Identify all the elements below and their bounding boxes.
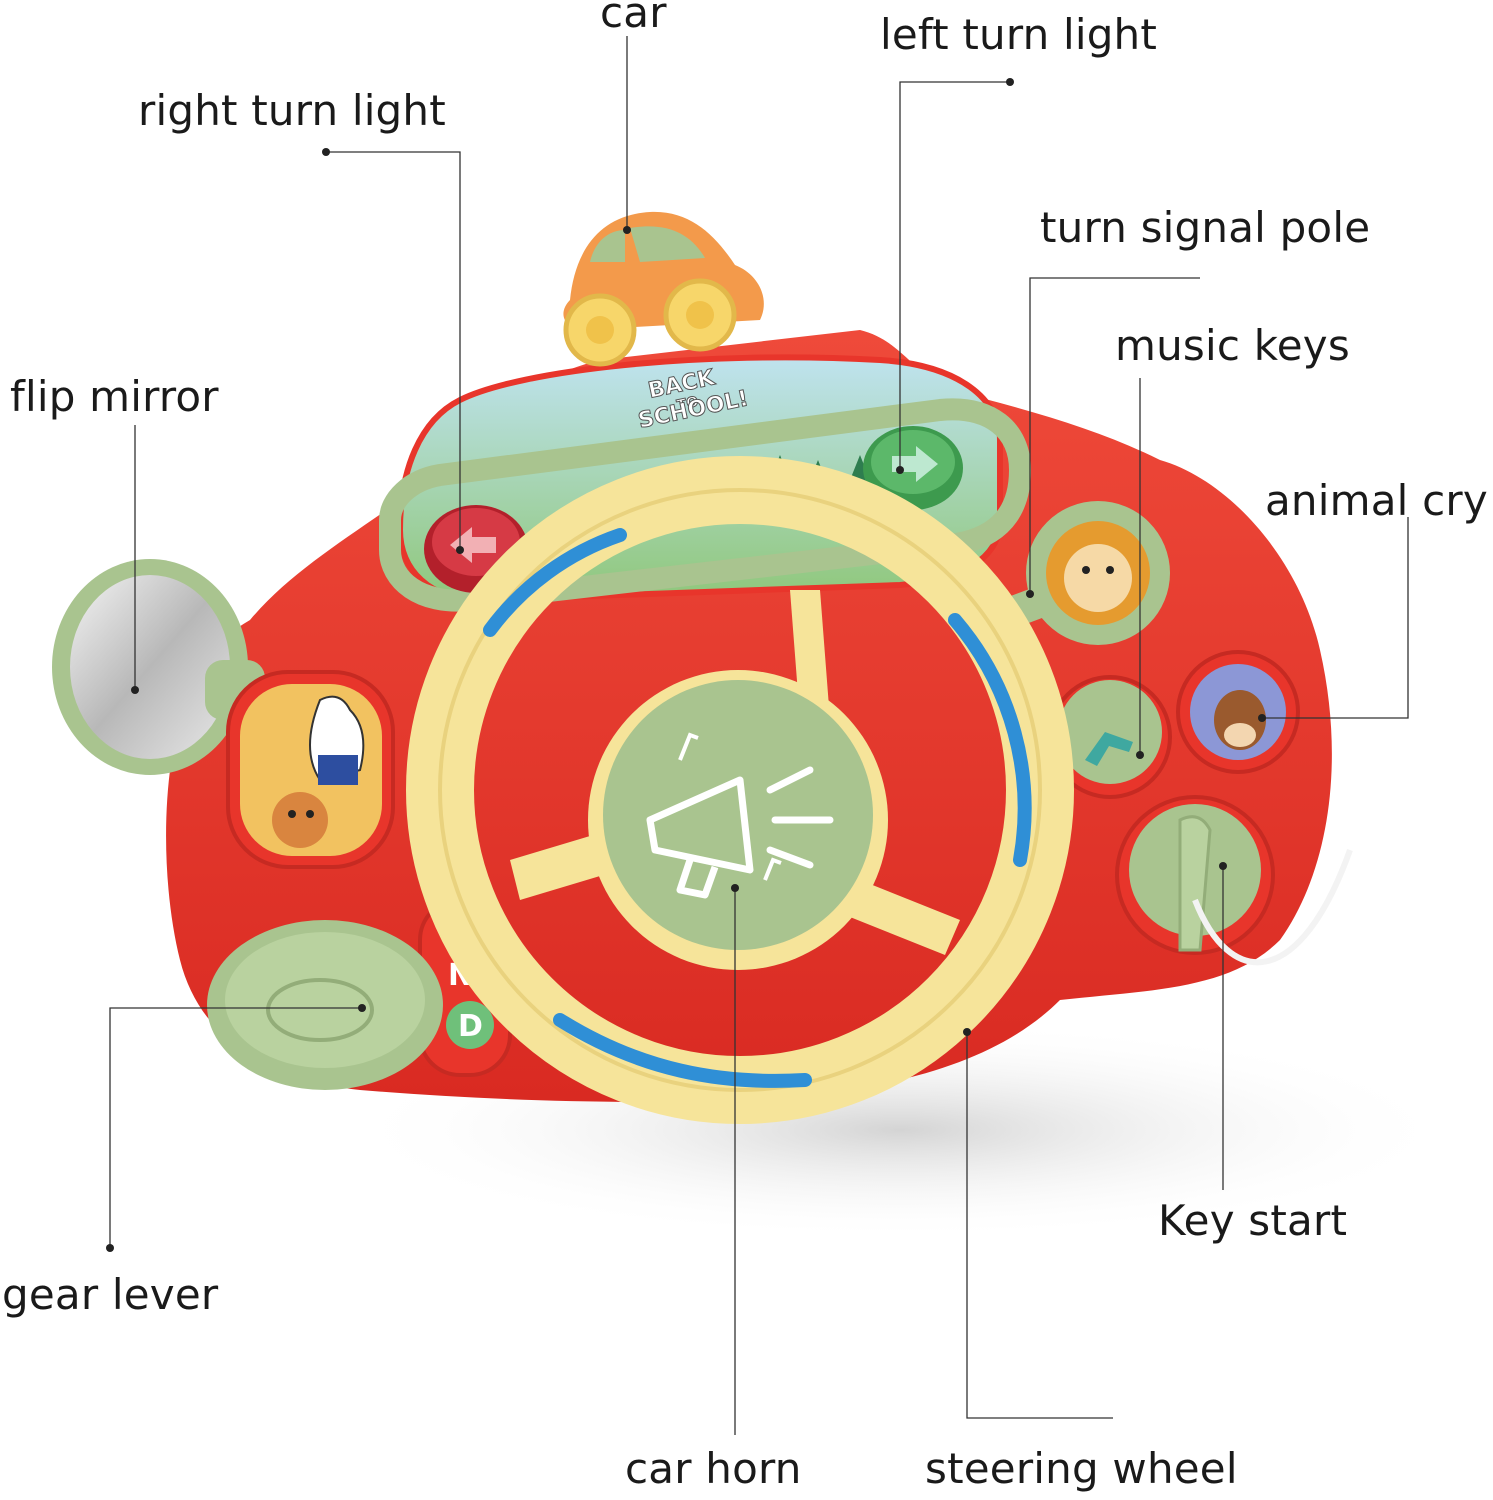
- key-string: [1192, 848, 1353, 966]
- music-note-icon: [1085, 732, 1133, 766]
- animal-cry-button[interactable]: [1176, 650, 1300, 774]
- key-start[interactable]: [1115, 795, 1353, 966]
- label-animal-cry: animal cry: [1265, 476, 1488, 525]
- banner-line-2: TO: [676, 394, 700, 414]
- label-gear-lever: gear lever: [2, 1270, 219, 1319]
- label-car-horn: car horn: [625, 1444, 802, 1493]
- label-steering-wheel: steering wheel: [925, 1444, 1238, 1493]
- label-key-start: Key start: [1158, 1196, 1348, 1245]
- car-horn-button[interactable]: [588, 670, 888, 970]
- gear-letter-d: D: [458, 1009, 483, 1044]
- label-music-keys: music keys: [1115, 321, 1350, 370]
- dog-face-icon: [272, 792, 328, 848]
- sound-waves-icon: [766, 766, 834, 869]
- label-turn-signal-pole: turn signal pole: [1040, 203, 1371, 252]
- music-notes-icon: [678, 732, 782, 881]
- megaphone-icon: [646, 776, 754, 899]
- label-flip-mirror: flip mirror: [10, 372, 219, 421]
- label-car: car: [600, 0, 667, 37]
- animal-sticker-panel[interactable]: [226, 670, 395, 869]
- arrow-left-icon: [450, 527, 496, 563]
- toy-car[interactable]: [563, 211, 764, 367]
- lion-button[interactable]: [1026, 501, 1170, 645]
- label-right-turn-light: right turn light: [138, 86, 446, 135]
- lion-face-icon: [1064, 544, 1132, 612]
- label-left-turn-light: left turn light: [880, 10, 1158, 59]
- gear-lever[interactable]: [207, 920, 443, 1090]
